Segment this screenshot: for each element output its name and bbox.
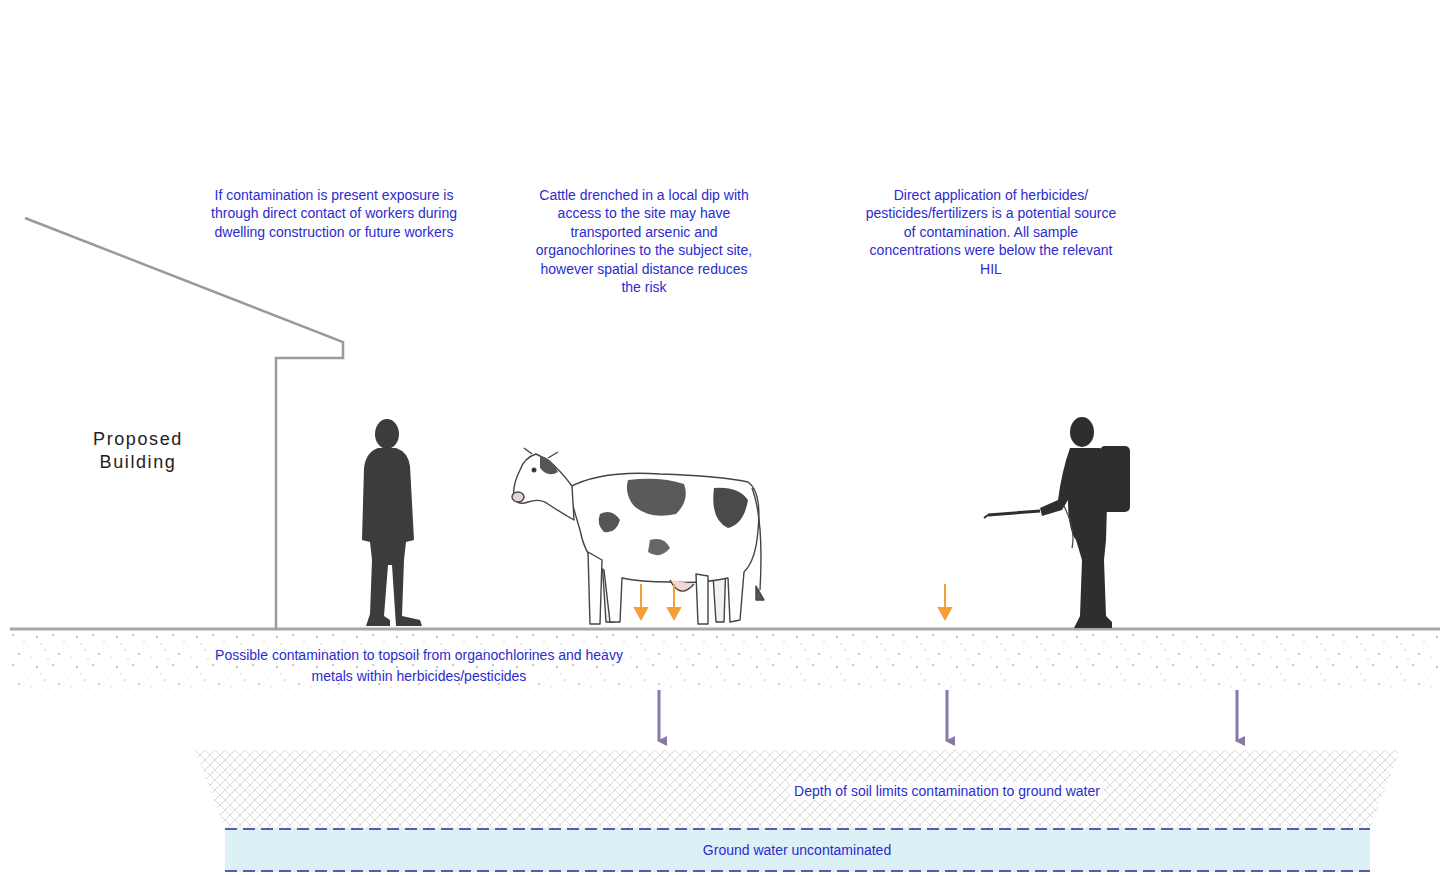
infiltration-arrow <box>658 690 661 741</box>
groundwater-band-text-wrap: Ground water uncontaminated <box>647 840 947 861</box>
cow-illustration <box>512 448 764 624</box>
infiltration-arrow <box>1236 690 1239 741</box>
soil-layer-band-text-wrap: Depth of soil limits contamination to gr… <box>727 781 1167 802</box>
soil-layer-band-label: Depth of soil limits contamination to gr… <box>790 782 1104 800</box>
topsoil-band-label: Possible contamination to topsoil from o… <box>215 647 623 684</box>
soil-layer-band: Depth of soil limits contamination to gr… <box>195 750 1400 828</box>
proposed-building-outline <box>0 212 352 630</box>
sprayer-silhouette <box>984 417 1130 628</box>
deposition-arrow <box>635 584 951 619</box>
infiltration-arrow <box>946 690 949 741</box>
worker-silhouette <box>362 419 422 626</box>
proposed-building-label: Proposed Building <box>93 429 183 472</box>
groundwater-band-label: Ground water uncontaminated <box>703 842 891 858</box>
topsoil-band: Possible contamination to topsoil from o… <box>10 631 1440 689</box>
ground-line <box>10 628 1440 631</box>
worker-exposure-note: If contamination is present exposure is … <box>208 186 460 241</box>
proposed-building: Proposed Building <box>0 212 352 630</box>
cattle-dip-note: Cattle drenched in a local dip with acce… <box>532 186 756 297</box>
topsoil-band-text-wrap: Possible contamination to topsoil from o… <box>206 645 632 687</box>
proposed-building-text-wrap: Proposed Building <box>64 428 212 475</box>
groundwater-band: Ground water uncontaminated <box>225 828 1370 872</box>
herbicide-note: Direct application of herbicides/ pestic… <box>862 186 1120 278</box>
